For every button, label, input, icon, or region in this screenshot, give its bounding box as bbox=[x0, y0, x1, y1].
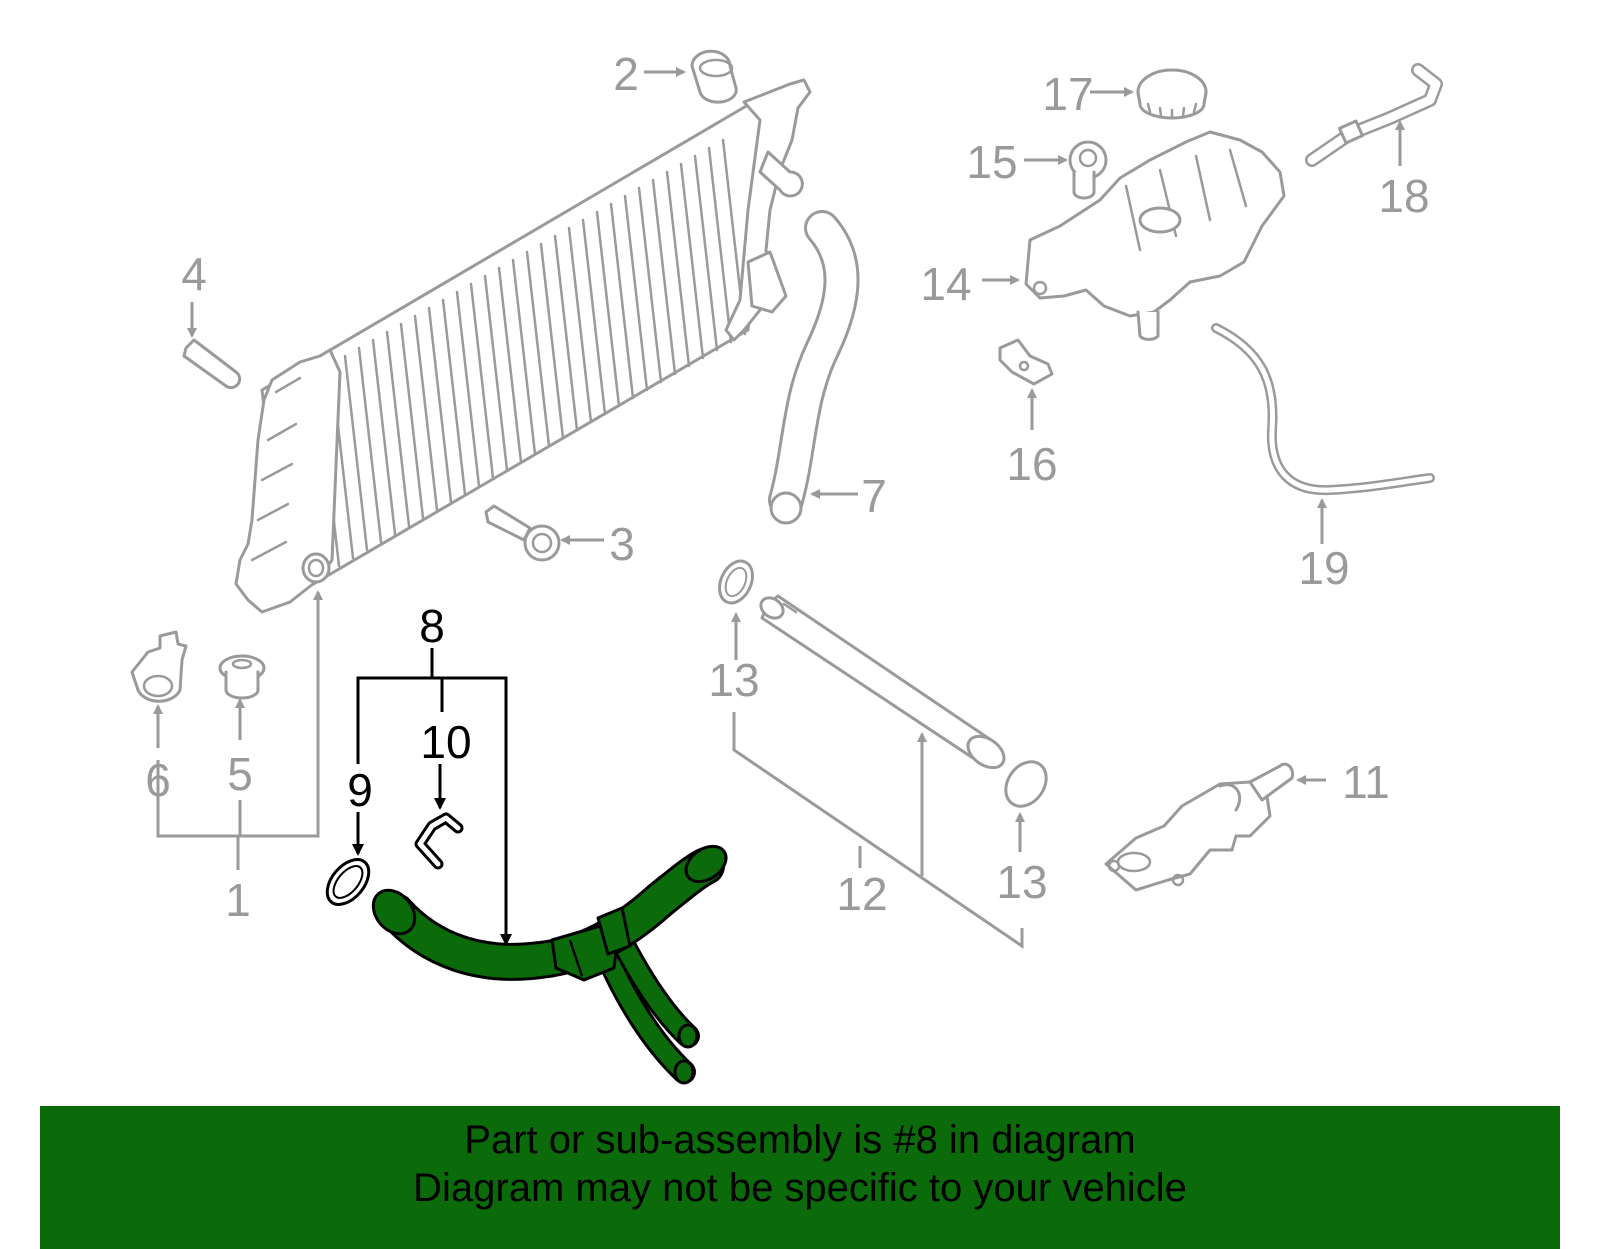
coolant-tube-assembly bbox=[371, 844, 728, 1085]
callout-7: 7 bbox=[861, 470, 887, 522]
callout-12: 12 bbox=[836, 868, 887, 920]
clip-10 bbox=[414, 812, 464, 870]
drain-plug bbox=[218, 654, 266, 700]
callout-13-upper: 13 bbox=[708, 654, 759, 706]
callout-13-lower: 13 bbox=[996, 856, 1047, 908]
callout-5: 5 bbox=[227, 748, 253, 800]
callout-10: 10 bbox=[420, 716, 471, 768]
callout-15: 15 bbox=[966, 136, 1017, 188]
callout-17: 17 bbox=[1042, 68, 1093, 120]
callout-2: 2 bbox=[613, 48, 639, 100]
leader-lines-highlighted bbox=[352, 648, 512, 946]
callout-16: 16 bbox=[1006, 438, 1057, 490]
radiator-insulator bbox=[690, 49, 738, 104]
callout-labels: 1 2 3 4 5 6 7 8 9 10 11 12 13 13 14 15 1… bbox=[145, 48, 1429, 926]
leader-lines bbox=[153, 67, 1405, 949]
callout-14: 14 bbox=[920, 258, 971, 310]
callout-9: 9 bbox=[347, 764, 373, 816]
vent-hose bbox=[1305, 63, 1443, 167]
upper-hose bbox=[768, 210, 860, 525]
banner-line-disclaimer: Diagram may not be specific to your vehi… bbox=[413, 1166, 1187, 1210]
coolant-reservoir bbox=[1024, 130, 1286, 341]
banner-line-part: Part or sub-assembly is #8 in diagram bbox=[464, 1118, 1136, 1162]
info-banner: Part or sub-assembly is #8 in diagram Di… bbox=[40, 1106, 1560, 1249]
callout-19: 19 bbox=[1298, 542, 1349, 594]
water-outlet bbox=[1104, 762, 1295, 892]
callout-6: 6 bbox=[145, 754, 171, 806]
reservoir-bolt bbox=[1068, 140, 1108, 200]
reservoir-cap bbox=[1136, 68, 1208, 120]
bolt bbox=[484, 504, 561, 562]
coolant-tube-12 bbox=[759, 594, 1006, 770]
callout-3: 3 bbox=[609, 518, 635, 570]
callout-18: 18 bbox=[1378, 170, 1429, 222]
overflow-hose bbox=[1211, 323, 1435, 496]
callout-8: 8 bbox=[419, 600, 445, 652]
callout-4: 4 bbox=[181, 248, 207, 300]
callout-11: 11 bbox=[1342, 756, 1390, 808]
radiator-mount bbox=[130, 630, 188, 703]
o-ring-9 bbox=[325, 858, 371, 906]
o-ring-13-upper bbox=[718, 559, 754, 605]
callout-1: 1 bbox=[225, 874, 251, 926]
radiator bbox=[234, 78, 812, 614]
reservoir-clip bbox=[998, 338, 1054, 386]
o-ring-13-lower bbox=[1004, 760, 1048, 808]
pin bbox=[182, 338, 242, 390]
